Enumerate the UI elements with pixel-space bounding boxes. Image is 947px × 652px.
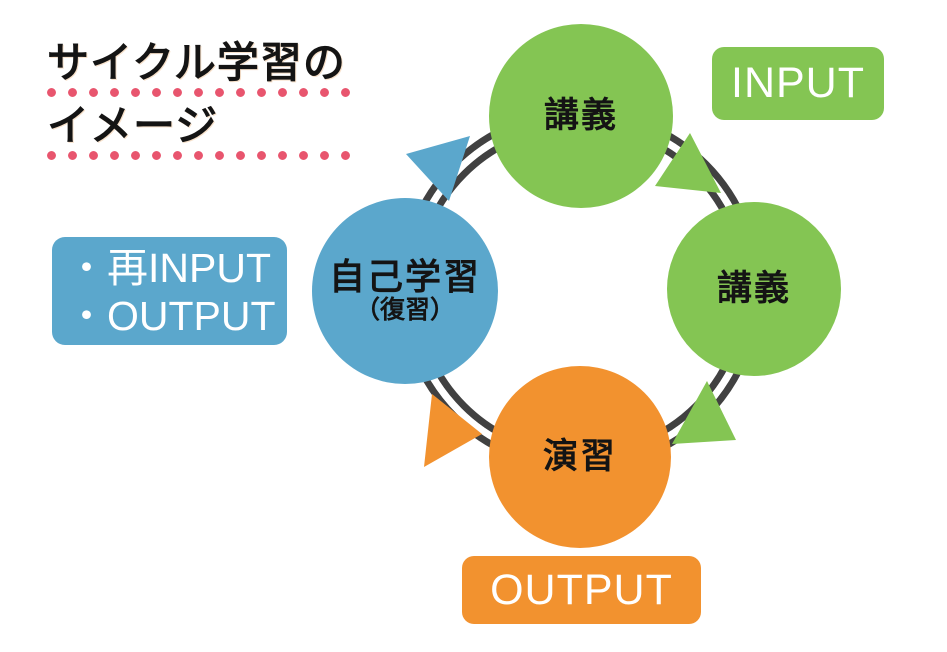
title-dotted-underline-1 — [47, 88, 355, 97]
cycle-node-lecture-top[interactable]: 講義 — [489, 24, 673, 208]
callout-line-reinput: ・再INPUT — [66, 245, 271, 291]
page-title: サイクル学習の イメージ — [47, 42, 377, 160]
badge-output: OUTPUT — [462, 556, 701, 624]
callout-line-output: ・OUTPUT — [66, 293, 276, 340]
title-dotted-underline-2 — [47, 151, 355, 160]
cycle-node-self-study-label: 自己学習 — [328, 255, 481, 297]
title-line-2: イメージ — [47, 102, 219, 149]
badge-input: INPUT — [712, 47, 884, 120]
cycle-node-practice-label: 演習 — [542, 436, 617, 476]
title-line-1: サイクル学習の — [47, 39, 346, 86]
cycle-node-lecture-right-label: 講義 — [716, 268, 791, 308]
arrow-lower-right-head — [672, 381, 736, 444]
cycle-node-practice[interactable]: 演習 — [489, 366, 671, 548]
cycle-node-lecture-right[interactable]: 講義 — [667, 202, 841, 376]
cycle-node-self-study-sublabel: （復習） — [354, 295, 455, 324]
badge-output-label: OUTPUT — [490, 565, 673, 614]
arrow-upper-right-head — [655, 133, 721, 193]
left-callout-box: ・再INPUT ・OUTPUT — [52, 237, 287, 345]
cycle-node-lecture-top-label: 講義 — [543, 95, 618, 135]
cycle-node-self-study[interactable]: 自己学習 （復習） — [312, 198, 498, 384]
arrow-upper-left-head — [406, 136, 470, 201]
arrow-lower-left-head — [424, 394, 482, 467]
badge-input-label: INPUT — [731, 59, 865, 107]
